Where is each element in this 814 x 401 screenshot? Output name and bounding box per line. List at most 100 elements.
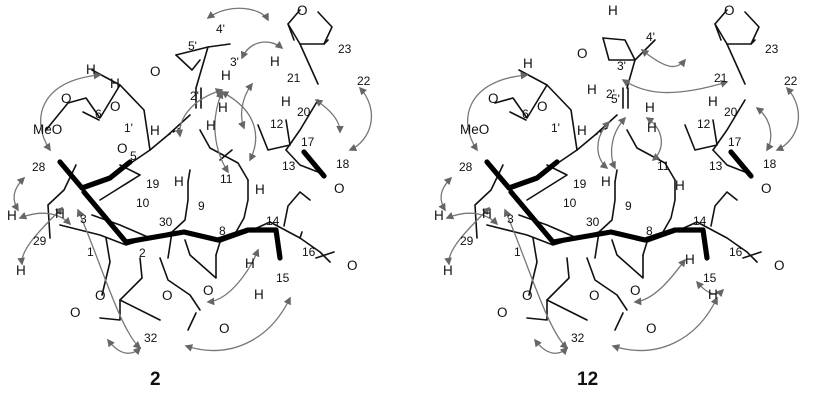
atom-number: 18 [763,157,777,171]
atom-number: 10 [136,196,150,210]
atom-label: O [150,64,161,79]
atom-number: 3 [80,212,87,226]
atom-label: H [482,206,492,221]
atom-label: H [601,174,611,189]
atom-label: O [522,288,533,303]
atom-label: H [206,118,216,133]
atom-number: 21 [287,71,301,85]
atom-label: H [675,178,685,193]
atom-label: H [708,287,718,302]
atom-label: H [150,123,160,138]
atom-number: 8 [219,224,226,238]
atom-label: O [95,288,106,303]
atom-number: 2 [139,246,146,260]
atom-number: 23 [338,42,352,56]
atom-number: 10 [563,196,577,210]
atom-label: H [523,56,533,71]
atom-number: 1 [87,245,94,259]
atom-label: O [219,321,230,336]
atom-label: H [218,100,228,115]
noe-correlations [11,7,373,356]
atom-label: H [245,256,255,271]
atom-label: H [86,62,96,77]
atom-number: 20 [724,105,738,119]
atom-number: 17 [301,135,315,149]
atom-label: O [162,288,173,303]
atom-label: H [16,263,26,278]
atom-label: O [334,181,345,196]
atom-label: O [117,141,128,156]
atom-label: O [297,3,308,18]
atom-label: H [55,206,65,221]
atom-label: H [647,120,657,135]
atom-label: H [281,94,291,109]
atom-number: 9 [625,199,632,213]
atom-label: O [774,258,785,273]
atom-label: O [70,305,81,320]
atom-number: 8 [646,224,653,238]
atom-number: 30 [586,215,600,229]
atom-number: 15 [703,271,717,285]
atom-number: 6 [522,107,529,121]
atom-number: 19 [146,177,160,191]
atom-number: 1' [551,121,560,135]
atom-label: H [645,100,655,115]
atom-number: 3 [507,212,514,226]
atom-label: O [347,258,358,273]
atom-label: MeO [460,122,489,137]
atom-number: 21 [714,71,728,85]
atom-number: 5 [130,149,137,163]
atom-label: O [497,305,508,320]
atom-label: H [587,82,597,97]
atom-number: 32 [571,331,585,345]
atom-number: 9 [198,199,205,213]
atom-label: O [761,181,772,196]
atom-number: 12 [697,117,711,131]
atom-labels: O 23 21 22 H 4' O 3' 2' H H 6 O MeO 1' O… [434,3,798,345]
atom-label: H [221,68,231,83]
atom-label: O [61,91,72,106]
compound-2-structure: O 23 21 22 H 4' 5' 3' O 2' O H H H 6 O M… [7,3,373,390]
atom-label: O [110,99,121,114]
atom-label: O [630,283,641,298]
atom-number: 29 [460,234,474,248]
atom-number: 16 [302,245,316,259]
atom-label: H [255,182,265,197]
atom-number: 5' [188,39,197,53]
atom-number: 28 [32,160,46,174]
atom-number: 3' [230,55,239,69]
atom-number: 2' [190,89,199,103]
atom-number: 32 [144,331,158,345]
compound-number-label: 2 [150,369,161,390]
atom-number: 22 [357,74,371,88]
atom-label: H [577,123,587,138]
atom-label: H [254,287,264,302]
atom-label: O [589,288,600,303]
atom-number: 2' [606,87,615,101]
compound-number-label: 12 [577,369,598,390]
atom-number: 23 [765,42,779,56]
atom-label: O [577,46,588,61]
atom-number: 11 [220,172,233,186]
atom-label: H [270,54,280,69]
compound-12-structure: O 23 21 22 H 4' O 3' 2' H H 6 O MeO 1' O… [434,3,800,390]
atom-label: H [708,94,718,109]
atom-label: H [7,208,17,223]
noe-correlations [438,49,800,356]
atom-number: 30 [159,215,173,229]
atom-number: 13 [709,159,723,173]
atom-labels: O 23 21 22 H 4' 5' 3' O 2' O H H H 6 O M… [7,3,371,345]
atom-number: 16 [729,245,743,259]
atom-number: 19 [573,177,587,191]
atom-label: H [443,263,453,278]
atom-number: 4' [216,22,225,36]
atom-number: 20 [297,105,311,119]
atom-label: MeO [33,122,62,137]
atom-label: O [646,321,657,336]
atom-number: 4' [646,30,655,44]
atom-label: O [203,283,214,298]
atom-label: O [488,91,499,106]
atom-number: 3' [617,59,626,73]
